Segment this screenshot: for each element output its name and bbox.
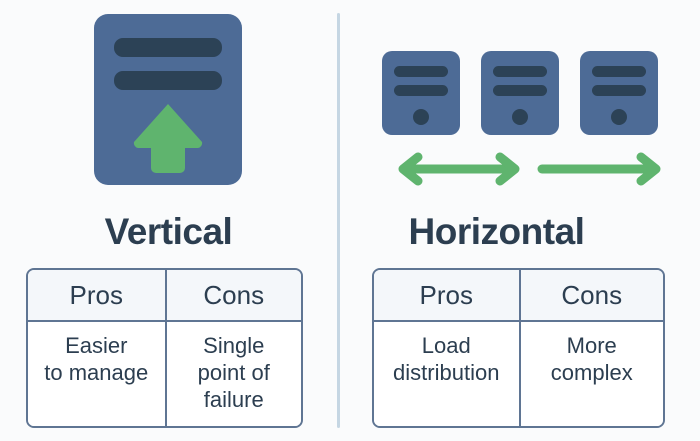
table-row: Easier to manage Single point of failure xyxy=(28,322,301,426)
panel-vertical: Vertical Pros Cons Easier to manage Sing… xyxy=(0,0,337,441)
column-header-pros: Pros xyxy=(69,279,123,310)
panel-divider xyxy=(337,13,340,428)
panel-title-vertical: Vertical xyxy=(104,211,233,252)
server-bar-bottom xyxy=(592,85,646,96)
server-bar-top xyxy=(394,66,448,77)
server-icon-1 xyxy=(382,51,460,135)
pros-cons-table-vertical: Pros Cons Easier to manage Single point … xyxy=(26,268,303,428)
pros-cons-table-horizontal: Pros Cons Load distribution More complex xyxy=(372,268,665,428)
up-arrow-icon xyxy=(133,104,203,173)
table-header-row: Pros Cons xyxy=(28,270,301,322)
right-arrow-icon xyxy=(537,152,661,186)
cell-cons-horizontal: More complex xyxy=(518,322,664,426)
cell-cons-vertical: Single point of failure xyxy=(164,322,302,426)
panel-horizontal: Horizontal Pros Cons Load distribution M… xyxy=(340,0,700,441)
server-bar-top xyxy=(592,66,646,77)
table-row: Load distribution More complex xyxy=(374,322,663,426)
horizontal-scaling-icon xyxy=(340,0,700,200)
column-header-cons: Cons xyxy=(518,270,664,320)
cell-pros-horizontal: Load distribution xyxy=(393,333,500,385)
server-icon-3 xyxy=(580,51,658,135)
server-bar-top xyxy=(493,66,547,77)
server-status-dot xyxy=(611,109,627,125)
server-icon-2 xyxy=(481,51,559,135)
table-header-row: Pros Cons xyxy=(374,270,663,322)
column-header-cons: Cons xyxy=(164,270,302,320)
server-bar-top xyxy=(114,38,222,57)
double-arrow-icon xyxy=(398,152,520,186)
cell-pros-vertical: Easier to manage xyxy=(44,333,149,385)
server-bar-bottom xyxy=(114,71,222,90)
server-status-dot xyxy=(413,109,429,125)
server-bar-bottom xyxy=(394,85,448,96)
vertical-scaling-icon xyxy=(94,14,242,185)
server-bar-bottom xyxy=(493,85,547,96)
server-status-dot xyxy=(512,109,528,125)
panel-title-horizontal: Horizontal xyxy=(408,211,585,252)
column-header-pros: Pros xyxy=(419,279,473,310)
